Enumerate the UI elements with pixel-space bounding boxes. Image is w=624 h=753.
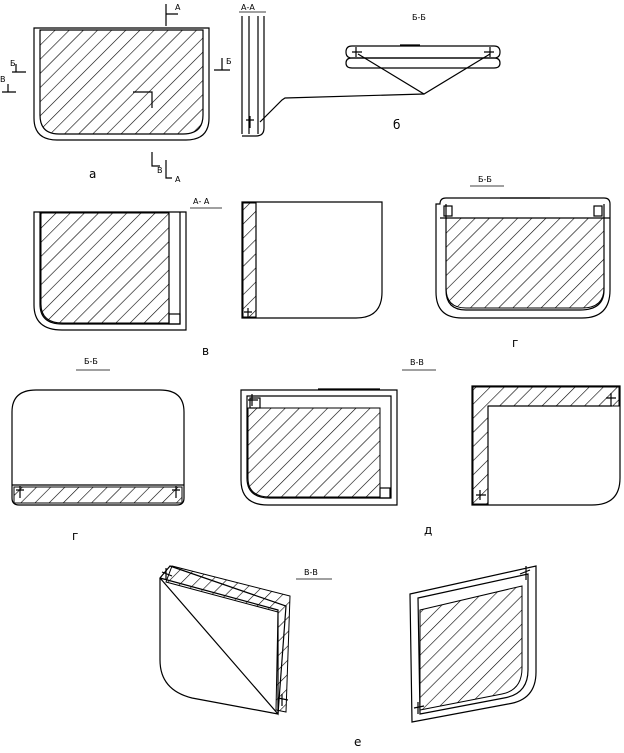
- figure-e-right: [409, 565, 537, 723]
- figure-v: А- А в: [33, 197, 222, 358]
- figure-label-g-top: г: [512, 336, 518, 350]
- section-title-aa-top: А-А: [241, 3, 255, 12]
- figure-g-bottom: Б-Б г: [11, 357, 185, 543]
- section-title-aa-row2: А- А: [193, 197, 210, 206]
- panel-row2-middle: [241, 201, 383, 319]
- section-title-vv-row3: В-В: [410, 358, 424, 367]
- cut-mark-b-left: Б: [10, 59, 16, 68]
- section-title-bb-top: Б-Б: [412, 13, 426, 22]
- cut-mark-a-bottom: А: [175, 175, 181, 184]
- figure-e-left: [159, 565, 291, 716]
- cut-mark-b-right: Б: [226, 57, 232, 66]
- cut-mark-v-bottom: В: [157, 166, 163, 175]
- cut-mark-v-left: В: [0, 75, 6, 84]
- figure-label-e: е: [354, 735, 361, 749]
- figure-label-g-bottom: г: [72, 529, 78, 543]
- figure-label-b: б: [393, 118, 400, 132]
- figure-label-d: д: [424, 523, 432, 537]
- section-aa-top: А-А: [239, 3, 266, 137]
- section-title-bb-row3: Б-Б: [84, 357, 98, 366]
- figure-g-top: Б-Б г: [435, 175, 611, 350]
- figure-b: Б-Б б: [259, 13, 501, 132]
- figure-d: В-В: [240, 358, 436, 506]
- section-title-vv-row4: В-В: [304, 568, 318, 577]
- cut-mark-a-top: А: [175, 3, 181, 12]
- figure-label-a: а: [89, 167, 96, 181]
- section-title-bb-row2: Б-Б: [478, 175, 492, 184]
- panel-row3-right: д: [424, 385, 621, 537]
- figure-a: А Б В Б В А а: [0, 3, 232, 184]
- figure-label-v: в: [202, 344, 209, 358]
